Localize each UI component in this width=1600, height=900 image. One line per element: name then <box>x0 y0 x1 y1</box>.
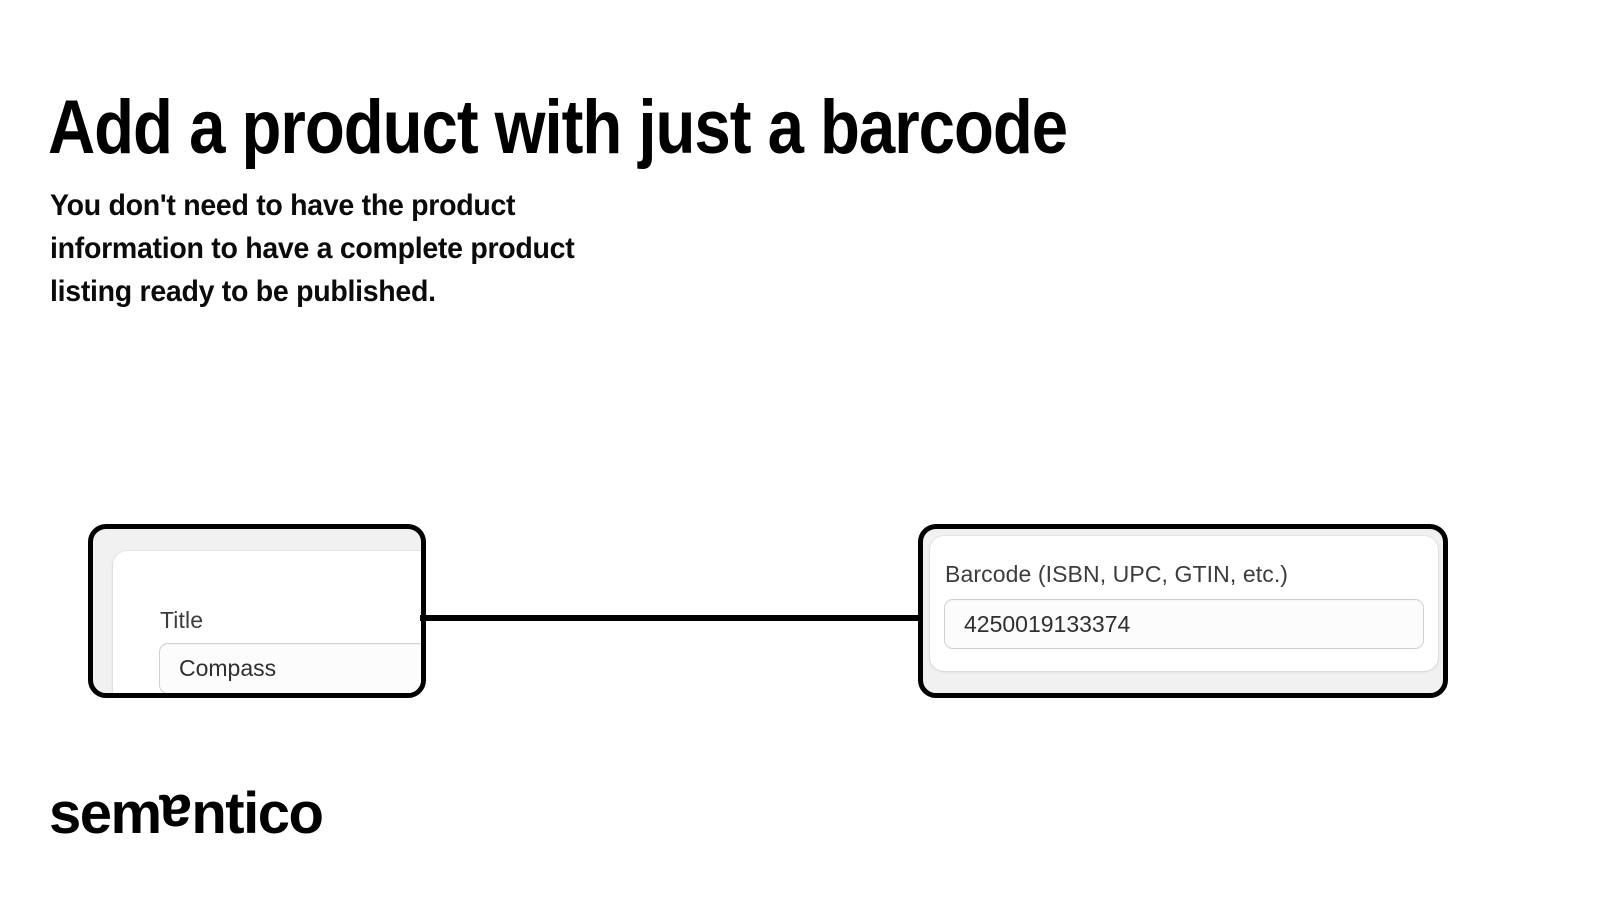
semantico-logo: semantico <box>49 781 324 848</box>
logo-text-flipped-a: a <box>160 782 192 847</box>
title-input-value: Compass <box>179 655 277 681</box>
title-field-label: Title <box>160 607 204 633</box>
barcode-card-panel: Barcode (ISBN, UPC, GTIN, etc.) 42500191… <box>930 536 1438 671</box>
arrow-right-icon <box>420 606 942 630</box>
page-title: Add a product with just a barcode <box>48 85 1068 170</box>
title-card: Title Compass <box>88 524 426 698</box>
barcode-field-label: Barcode (ISBN, UPC, GTIN, etc.) <box>945 561 1289 587</box>
logo-text-before: sem <box>49 781 162 846</box>
title-input[interactable]: Compass <box>159 643 421 693</box>
barcode-input-value: 4250019133374 <box>964 610 1131 637</box>
title-card-panel: Title Compass <box>113 551 421 693</box>
page-subtitle: You don't need to have the product infor… <box>50 189 575 308</box>
barcode-input[interactable]: 4250019133374 <box>944 599 1424 649</box>
logo-text-after: ntico <box>191 781 324 846</box>
barcode-card: Barcode (ISBN, UPC, GTIN, etc.) 42500191… <box>918 524 1448 698</box>
connector-arrow <box>420 596 944 640</box>
